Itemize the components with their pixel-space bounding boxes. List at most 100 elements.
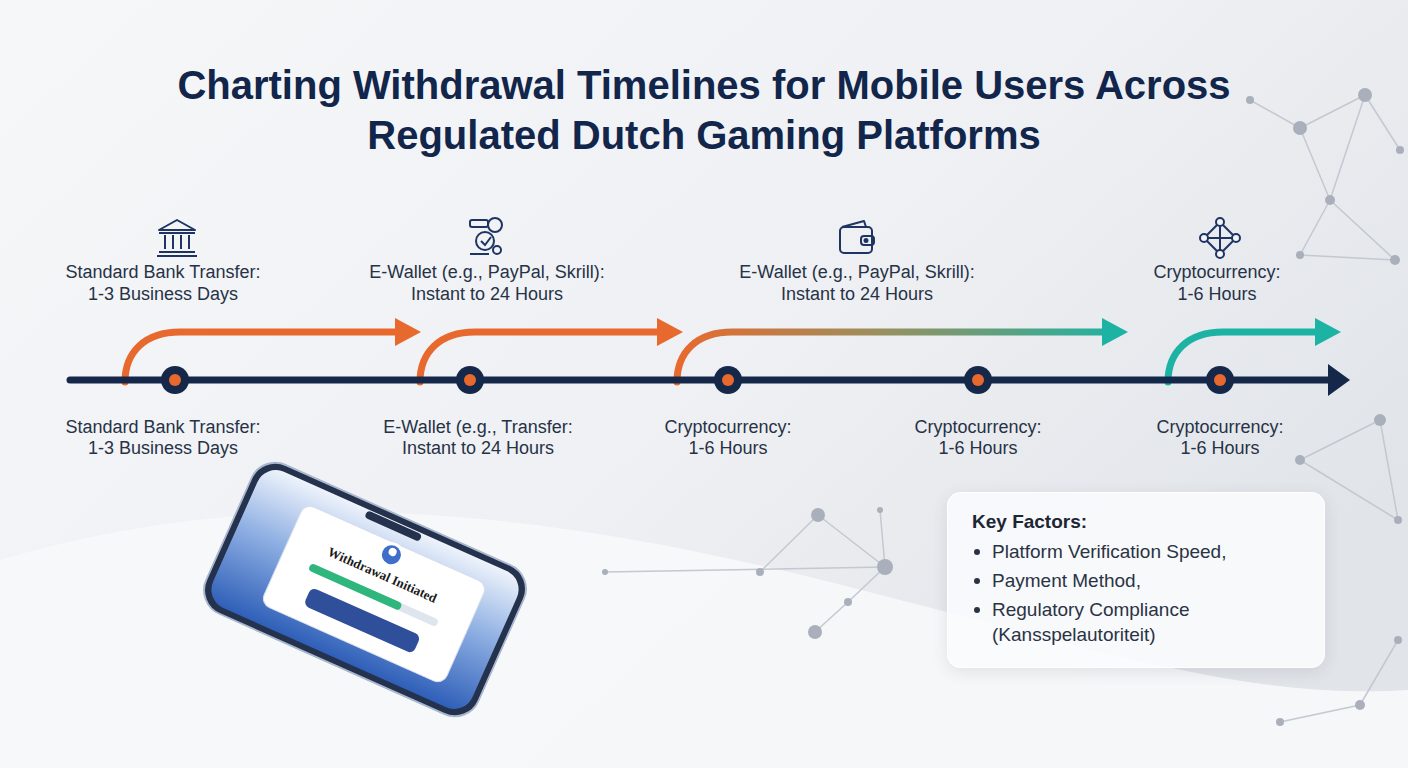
avatar	[377, 540, 406, 569]
network-node	[808, 625, 822, 639]
bank-base	[159, 251, 195, 253]
wallet-button	[865, 239, 868, 242]
dialog-card	[260, 503, 487, 685]
network-line	[1360, 640, 1398, 705]
timeline-dot-core	[169, 374, 181, 386]
network-node	[602, 569, 608, 575]
bullet-text: Platform Verification Speed,	[992, 539, 1226, 564]
curved-arrow	[677, 332, 1105, 382]
network-line	[880, 510, 885, 567]
ewallet-check	[481, 237, 491, 245]
bank-column	[188, 235, 190, 249]
ewallet-cycle	[476, 232, 494, 250]
network-node	[877, 559, 893, 575]
bank-icon	[157, 220, 197, 256]
diagram-title: Charting Withdrawal Timelines for Mobile…	[154, 60, 1254, 160]
network-node	[1293, 121, 1307, 135]
timeline-dot	[964, 366, 992, 394]
network-line	[605, 567, 885, 572]
timeline-dot-core	[464, 374, 476, 386]
timeline-label: 1-6 Hours	[1177, 283, 1256, 305]
phone-body	[196, 454, 535, 724]
wallet-body	[840, 227, 872, 253]
network-line	[1300, 200, 1330, 255]
bank-base	[157, 255, 197, 257]
timeline-label: Instant to 24 Hours	[402, 437, 554, 459]
bank-column	[180, 235, 182, 249]
wallet-flap	[842, 221, 866, 227]
crypto-node	[1232, 234, 1240, 242]
ewallet-line	[470, 253, 489, 255]
phone-screen	[205, 464, 525, 716]
network-node	[1296, 251, 1304, 259]
network-node	[1394, 516, 1402, 524]
timeline-dot-core	[972, 374, 984, 386]
network-node	[844, 598, 852, 606]
timeline-dots	[161, 366, 1234, 394]
key-factors-panel: Key Factors: Platform Verification Speed,…	[947, 492, 1325, 668]
timeline-label: E-Wallet (e.g., PayPal, Skrill):	[739, 261, 974, 283]
arrowhead	[1102, 318, 1128, 346]
network-line	[1365, 95, 1400, 150]
timeline-dot-core	[722, 374, 734, 386]
timeline-label: Standard Bank Transfer:	[65, 261, 260, 283]
network-line	[1300, 420, 1380, 460]
network-node	[811, 508, 825, 522]
arrowhead	[1315, 318, 1341, 346]
phone-button	[303, 587, 421, 654]
bank-column	[172, 235, 174, 249]
timeline-axis	[70, 377, 1332, 384]
network-line	[1330, 200, 1395, 260]
timeline-label: Cryptocurrency:	[914, 416, 1041, 438]
bank-roof	[159, 220, 195, 230]
timeline-label: Cryptocurrency:	[664, 416, 791, 438]
bullet-dot	[974, 578, 980, 584]
wallet-clasp	[861, 236, 874, 245]
bullet-text: Payment Method,	[992, 568, 1141, 593]
timeline-label: E-Wallet (e.g., Transfer:	[383, 416, 572, 438]
timeline-label: Cryptocurrency:	[1156, 416, 1283, 438]
network-line	[1330, 95, 1365, 200]
network-line	[1380, 420, 1398, 520]
timeline-label: 1-6 Hours	[688, 437, 767, 459]
network-node	[1276, 718, 1284, 726]
crypto-icon	[1200, 218, 1240, 258]
network-nodes	[602, 88, 1404, 726]
timeline-arrowhead	[1328, 364, 1350, 396]
network-node	[756, 568, 764, 576]
bullet-dot	[974, 607, 980, 613]
crypto-node	[1216, 250, 1224, 258]
arrowhead	[395, 318, 421, 346]
panel-heading: Key Factors:	[972, 509, 1302, 535]
bank-beam	[159, 232, 195, 234]
network-node	[1394, 636, 1402, 644]
network-node	[1374, 414, 1386, 426]
network-node	[1358, 88, 1372, 102]
network-node	[1246, 96, 1254, 104]
timeline-label: Standard Bank Transfer:	[65, 416, 260, 438]
network-node	[1355, 700, 1365, 710]
timeline-label: Instant to 24 Hours	[411, 283, 563, 305]
bullet-row: Regulatory Compliance (Kansspelautoritei…	[972, 597, 1302, 647]
timeline-dot	[456, 366, 484, 394]
timeline-dot-core	[1214, 374, 1226, 386]
timeline-label: 1-6 Hours	[1180, 437, 1259, 459]
network-node	[1295, 455, 1305, 465]
ewallet-dot	[493, 246, 501, 254]
network-node	[1390, 255, 1400, 265]
network-lines	[605, 95, 1400, 722]
timeline-dot	[714, 366, 742, 394]
wallet-icon	[840, 221, 874, 253]
bullet-row: Platform Verification Speed,	[972, 539, 1302, 564]
network-line	[818, 515, 885, 567]
timeline-label: 1-3 Business Days	[88, 437, 238, 459]
timeline-label: E-Wallet (e.g., PayPal, Skrill):	[369, 261, 604, 283]
bank-column	[164, 235, 166, 249]
ewallet-coin	[488, 218, 502, 232]
network-line	[1300, 255, 1395, 260]
timeline-label: 1-3 Business Days	[88, 283, 238, 305]
network-line	[760, 515, 818, 572]
ewallet-icon	[470, 218, 502, 254]
